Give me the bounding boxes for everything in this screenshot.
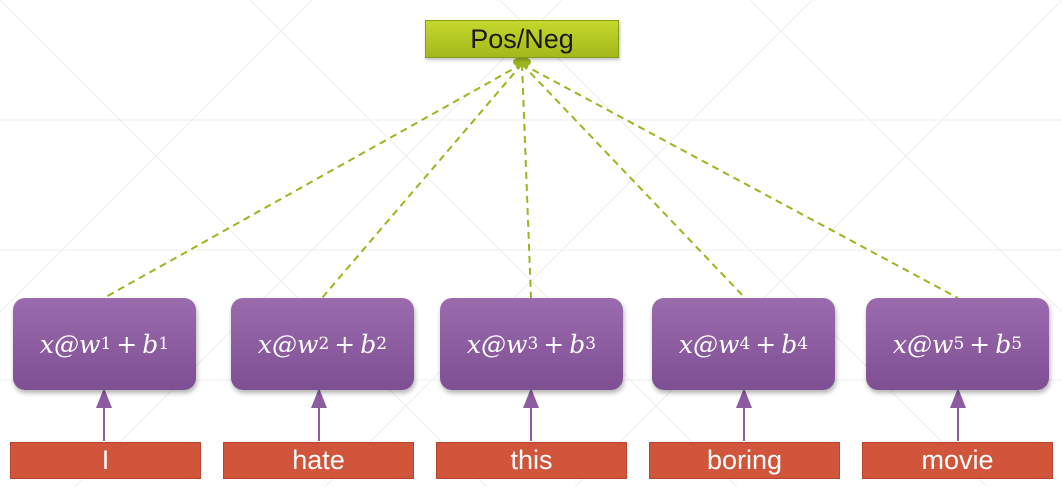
- node-var: x: [892, 329, 908, 359]
- input-word-1: I: [10, 442, 201, 479]
- node-bias: b: [781, 329, 798, 359]
- node-var: x: [39, 329, 55, 359]
- node-bias: b: [360, 329, 377, 359]
- node-bias: b: [569, 329, 586, 359]
- node-weight-index: 4: [739, 334, 751, 354]
- node-plus: +: [116, 329, 138, 359]
- input-word-5: movie: [862, 442, 1053, 479]
- node-bias-index: 5: [1011, 334, 1023, 354]
- node-var: x: [466, 329, 482, 359]
- node-at: @: [481, 329, 507, 359]
- node-bias-index: 3: [585, 334, 597, 354]
- node-bias: b: [995, 329, 1012, 359]
- node-weight-index: 2: [318, 334, 330, 354]
- node-plus: +: [755, 329, 777, 359]
- node-bias-index: 4: [797, 334, 809, 354]
- input-word-3: this: [436, 442, 627, 479]
- dashed-link-4: [521, 63, 746, 299]
- node-weight-index: 3: [527, 334, 539, 354]
- input-word-label: I: [101, 445, 110, 475]
- node-weight-index: 1: [100, 334, 112, 354]
- node-weight: w: [297, 329, 319, 359]
- input-word-4: boring: [649, 442, 840, 479]
- input-word-label: boring: [706, 445, 783, 475]
- dashed-link-2: [321, 63, 523, 299]
- node-bias-index: 2: [376, 334, 388, 354]
- output-label-box: Pos/Neg: [425, 20, 619, 58]
- input-word-label: hate: [292, 445, 345, 475]
- dashed-link-5: [521, 63, 959, 299]
- node-weight-index: 5: [953, 334, 965, 354]
- node-bias: b: [142, 329, 159, 359]
- node-at: @: [272, 329, 298, 359]
- dashed-link-1: [103, 63, 523, 299]
- output-connector-dot: [513, 57, 531, 67]
- node-at: @: [54, 329, 80, 359]
- dashed-link-3: [521, 63, 532, 299]
- input-word-2: hate: [223, 442, 414, 479]
- input-word-label: movie: [921, 445, 994, 475]
- node-plus: +: [969, 329, 991, 359]
- node-weight: w: [718, 329, 740, 359]
- node-at: @: [907, 329, 933, 359]
- node-weight: w: [506, 329, 528, 359]
- output-label: Pos/Neg: [470, 23, 574, 54]
- node-plus: +: [543, 329, 565, 359]
- node-plus: +: [334, 329, 356, 359]
- node-var: x: [257, 329, 273, 359]
- node-bias-index: 1: [158, 334, 170, 354]
- node-weight: w: [79, 329, 101, 359]
- input-word-label: this: [510, 445, 553, 475]
- node-weight: w: [932, 329, 954, 359]
- node-at: @: [693, 329, 719, 359]
- node-var: x: [678, 329, 694, 359]
